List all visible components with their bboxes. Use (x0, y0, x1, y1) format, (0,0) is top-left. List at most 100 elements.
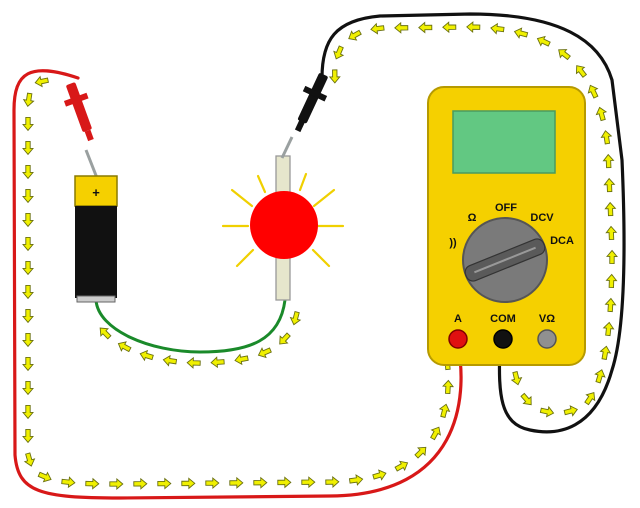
flow-arrow-icon (22, 428, 34, 444)
flow-arrow-icon (594, 369, 606, 384)
flow-arrow-icon (348, 474, 364, 486)
flow-arrow-icon (22, 212, 34, 228)
flow-arrow-icon (22, 356, 34, 372)
flow-arrow-icon (277, 476, 292, 489)
flow-arrow-icon (348, 29, 362, 41)
jack-a-label: A (454, 313, 462, 325)
flow-arrow-icon (563, 405, 578, 417)
selector-dial[interactable] (462, 217, 548, 303)
flow-arrow-icon (606, 249, 618, 264)
flow-arrow-icon (584, 391, 596, 406)
flow-arrow-icon (37, 471, 52, 483)
bulb (250, 191, 318, 259)
jack-vohm[interactable] (537, 329, 557, 349)
flow-arrow-icon (34, 75, 49, 88)
flow-arrow-icon (599, 345, 612, 361)
flow-arrow-icon (99, 327, 112, 340)
flow-arrow-icon (22, 404, 34, 420)
flow-arrow-icon (289, 310, 302, 326)
flow-arrow-icon (22, 308, 34, 324)
flow-arrow-icon (22, 188, 34, 204)
multimeter: OFF Ω DCV DCA )) A COM VΩ (427, 86, 586, 366)
flow-arrow-icon (162, 354, 178, 367)
flow-arrow-icon (602, 153, 615, 169)
jack-com-label: COM (490, 313, 516, 325)
flow-arrow-icon (372, 469, 387, 481)
flow-arrow-icon (604, 297, 617, 313)
multimeter-screen (452, 110, 556, 174)
flow-arrow-icon (520, 392, 532, 406)
flow-arrow-icon (133, 477, 148, 490)
battery: + (74, 149, 118, 303)
flow-arrow-icon (466, 21, 481, 34)
flow-arrow-icon (430, 426, 441, 441)
black-probe (280, 73, 328, 159)
flow-arrow-icon (587, 84, 599, 99)
flow-arrow-icon (328, 69, 341, 84)
flow-arrow-icon (442, 21, 457, 34)
jack-vohm-label: VΩ (539, 313, 555, 325)
flow-arrow-icon (22, 284, 34, 300)
flow-arrow-icon (22, 236, 34, 252)
flow-arrow-icon (22, 260, 34, 276)
flow-arrow-icon (210, 356, 225, 369)
flow-arrow-icon (117, 341, 132, 353)
flow-arrow-icon (510, 371, 523, 386)
flow-arrow-icon (257, 347, 272, 359)
dial-dca-label: DCA (550, 235, 574, 247)
flow-arrow-icon (186, 356, 201, 369)
flow-arrow-icon (22, 116, 34, 132)
green-wire (94, 298, 287, 354)
flow-arrow-icon (414, 446, 427, 459)
flow-arrow-icon (604, 201, 617, 217)
lamp (221, 155, 345, 301)
flow-arrow-icon (234, 353, 249, 366)
flow-arrow-icon (333, 45, 345, 60)
dial-ohm-label: Ω (468, 212, 477, 224)
flow-arrow-icon (605, 225, 618, 241)
flow-arrow-icon (22, 140, 34, 156)
flow-arrow-icon (205, 477, 220, 490)
flow-arrow-icon (394, 21, 409, 34)
flow-arrow-icon (85, 477, 100, 490)
dial-sound-icon: )) (449, 237, 457, 249)
jack-com[interactable] (493, 329, 513, 349)
light-rays (221, 172, 345, 268)
red-test-wire (12, 69, 463, 500)
flow-arrow-icon (23, 452, 36, 467)
flow-arrow-icon (181, 477, 196, 490)
flow-arrow-icon (418, 21, 433, 34)
flow-arrow-icon (438, 403, 451, 419)
flow-arrow-icon (513, 27, 529, 39)
flow-arrow-icon (595, 106, 608, 122)
flow-arrow-icon (157, 477, 172, 490)
flow-arrow-icon (139, 349, 154, 362)
flow-arrow-icon (394, 460, 409, 472)
flow-arrow-icon (229, 476, 244, 489)
flow-arrow-icon (605, 273, 618, 289)
flow-arrow-icon (22, 380, 34, 396)
flow-arrow-icon (61, 476, 76, 489)
flow-arrow-icon (279, 332, 291, 345)
jack-a[interactable] (448, 329, 468, 349)
battery-plus-label: + (92, 185, 100, 200)
flow-arrow-icon (109, 478, 124, 490)
flow-arrow-icon (603, 177, 616, 193)
black-test-wire (320, 12, 626, 434)
flow-arrow-icon (22, 164, 34, 180)
red-probe (63, 82, 94, 142)
dial-dcv-label: DCV (530, 212, 554, 224)
flow-arrow-icon (600, 130, 613, 145)
flow-arrow-icon (539, 405, 555, 418)
flow-arrow-icon (325, 476, 340, 488)
flow-arrow-icon (490, 22, 505, 35)
flow-arrow-icon (370, 22, 385, 35)
flow-arrow-icon (558, 49, 571, 61)
flow-arrow-icon (575, 65, 588, 78)
flow-arrow-icon (536, 35, 551, 47)
flow-arrow-icon (22, 92, 35, 108)
flow-arrow-icon (301, 476, 316, 489)
flow-arrow-icon (22, 332, 34, 348)
dial-off-label: OFF (495, 202, 517, 214)
